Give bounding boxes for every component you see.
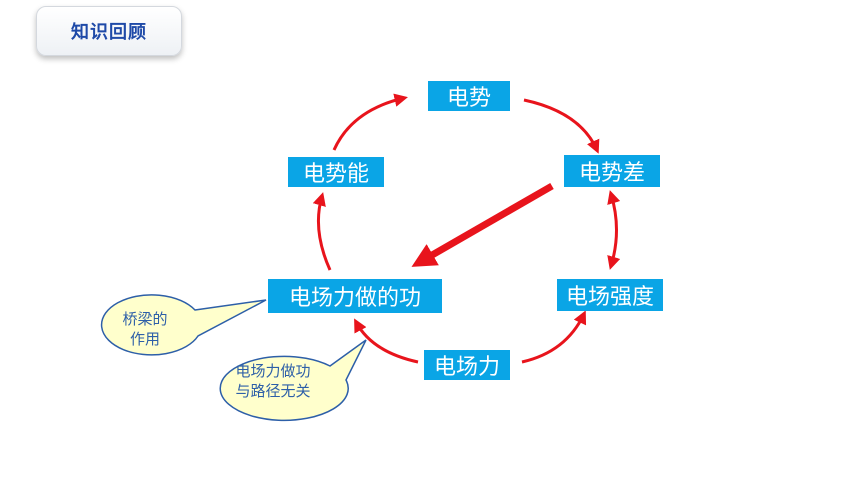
node-field-force: 电场力 [424, 350, 510, 380]
node-potential: 电势 [428, 81, 510, 111]
section-title-badge: 知识回顾 [36, 6, 182, 56]
arrow-difference-to-work [411, 182, 554, 267]
section-title: 知识回顾 [71, 22, 147, 43]
node-potential-energy-label: 电势能 [302, 162, 369, 187]
arrow-potential-to-difference [523, 98, 600, 154]
node-field-strength: 电场强度 [557, 279, 663, 311]
arrow-difference-strength [607, 190, 621, 270]
node-potential-label: 电势 [446, 86, 491, 111]
arrow-force-to-strength [521, 310, 587, 364]
callout-bubble-path-independent [219, 339, 367, 422]
node-potential-difference: 电势差 [564, 155, 660, 187]
node-field-work-label: 电场力做的功 [288, 286, 421, 311]
node-potential-difference-label: 电势差 [578, 161, 645, 186]
callout-path-independent-text: 电场力做功 与路径无关 [235, 362, 311, 400]
node-field-force-label: 电场力 [433, 355, 500, 380]
callout-bridge-text: 桥梁的 作用 [122, 310, 168, 348]
arrow-work-to-energy [312, 192, 332, 271]
node-field-work: 电场力做的功 [268, 279, 442, 313]
callout-bubble-bridge [100, 294, 267, 356]
node-field-strength-label: 电场强度 [565, 285, 654, 310]
node-potential-energy: 电势能 [288, 157, 384, 187]
arrow-force-to-work [354, 318, 419, 364]
arrow-energy-to-potential [332, 93, 408, 151]
